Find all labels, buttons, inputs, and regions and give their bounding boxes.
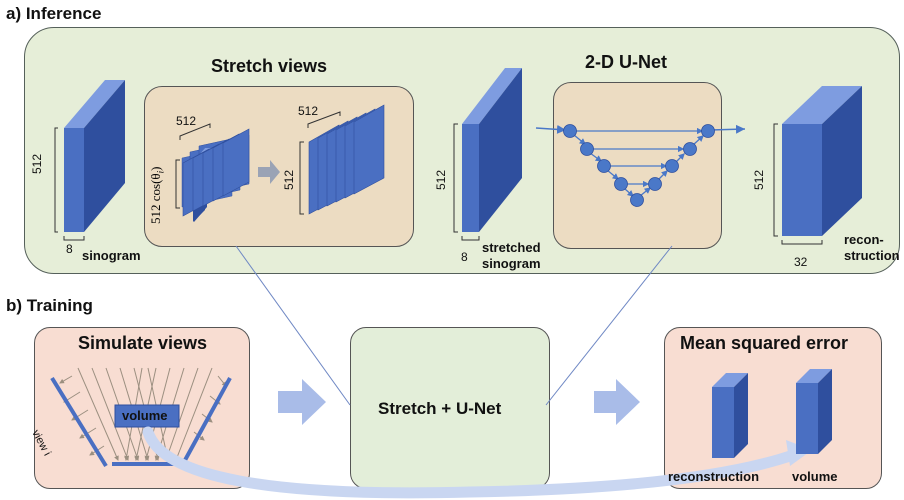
mse-volume-label: volume bbox=[792, 469, 838, 484]
volume-label: volume bbox=[122, 408, 168, 423]
stretched-sinogram-height-label: 512 bbox=[434, 169, 448, 190]
stretch-right-side-dim: 512 bbox=[282, 169, 296, 190]
reconstruction-height-label: 512 bbox=[752, 169, 766, 190]
training-arrow-1 bbox=[278, 379, 326, 425]
reconstruction-depth-bracket bbox=[781, 240, 823, 245]
stretch-right-top-bracket bbox=[307, 111, 341, 128]
inference-section-title: a) Inference bbox=[6, 4, 102, 23]
stretch-left-stack-sheets bbox=[182, 128, 250, 222]
stretch-right-stack bbox=[308, 104, 385, 215]
sinogram-depth-bracket bbox=[63, 236, 85, 241]
simulate-views-title: Simulate views bbox=[78, 333, 208, 353]
stretch-right-top-dim: 512 bbox=[298, 104, 319, 118]
stretch-views-title: Stretch views bbox=[211, 56, 328, 76]
sinogram-height-bracket bbox=[54, 127, 58, 233]
mse-volume-block bbox=[796, 369, 832, 454]
training-curve-arrow bbox=[142, 426, 802, 499]
stretched-sinogram-depth-bracket bbox=[461, 236, 480, 241]
stretch-unet-title: Stretch + U-Net bbox=[378, 399, 502, 418]
unet-nodes bbox=[563, 124, 715, 207]
sinogram-height-label: 512 bbox=[30, 153, 44, 174]
reconstruction-label: recon-struction bbox=[844, 232, 900, 263]
sinogram-block bbox=[64, 80, 125, 232]
mse-reconstruction-block bbox=[712, 373, 748, 458]
stretch-arrow bbox=[258, 160, 280, 184]
stretch-left-top-dim: 512 bbox=[176, 114, 197, 128]
stretch-left-top-bracket bbox=[179, 123, 211, 140]
stretched-sinogram-depth-label: 8 bbox=[461, 250, 468, 264]
stretch-left-side-bracket bbox=[175, 159, 180, 209]
stretched-sinogram-block bbox=[462, 68, 522, 232]
connector-line-right bbox=[545, 245, 673, 406]
unet-title: 2-D U-Net bbox=[585, 52, 668, 72]
reconstruction-block bbox=[782, 86, 862, 236]
unet-output-arrow bbox=[709, 124, 746, 134]
training-section-title: b) Training bbox=[6, 296, 93, 315]
unet-input-arrow bbox=[535, 124, 567, 134]
sinogram-label: sinogram bbox=[82, 248, 141, 263]
mse-title: Mean squared error bbox=[680, 333, 849, 353]
stretch-left-side-dim: 512 cos(θi) bbox=[148, 166, 166, 225]
detector-right bbox=[182, 377, 232, 463]
mse-reconstruction-label: reconstruction bbox=[668, 469, 760, 484]
connector-line-left bbox=[235, 245, 351, 406]
sinogram-depth-label: 8 bbox=[66, 242, 73, 256]
stretch-right-side-bracket bbox=[299, 141, 304, 215]
detector-left bbox=[50, 376, 108, 468]
stretched-sinogram-height-bracket bbox=[453, 123, 458, 233]
reconstruction-height-bracket bbox=[773, 123, 778, 237]
reconstruction-depth-label: 32 bbox=[794, 255, 808, 269]
training-arrow-2 bbox=[594, 379, 640, 425]
